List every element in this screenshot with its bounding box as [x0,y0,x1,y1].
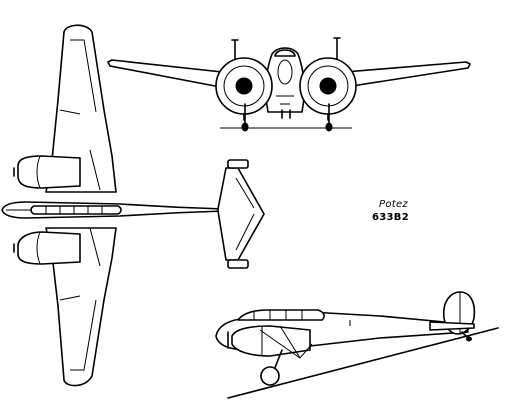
plan-wing-lower [45,227,117,387]
plan-tailplane [217,167,265,261]
side-landing-gear [260,349,283,386]
aircraft-name-label: Potez [379,199,408,210]
front-canopy [274,49,296,57]
front-left-engine [215,57,273,121]
plan-view [1,24,265,387]
plan-twin-fins [227,159,249,269]
plan-upper-engine [13,155,81,189]
side-canopy [237,309,325,321]
side-view [215,291,499,399]
front-right-engine [299,57,357,121]
plan-lower-engine [13,231,81,265]
plan-canopy [30,205,122,215]
front-view [107,37,471,132]
aircraft-model-label: 633B2 [372,212,409,223]
front-left-wing [107,59,223,87]
front-right-wing [344,61,471,87]
side-ground-line [227,327,499,399]
side-engine-nacelle [227,325,311,357]
front-nose-glazing [277,59,293,85]
front-landing-gear [220,103,352,132]
